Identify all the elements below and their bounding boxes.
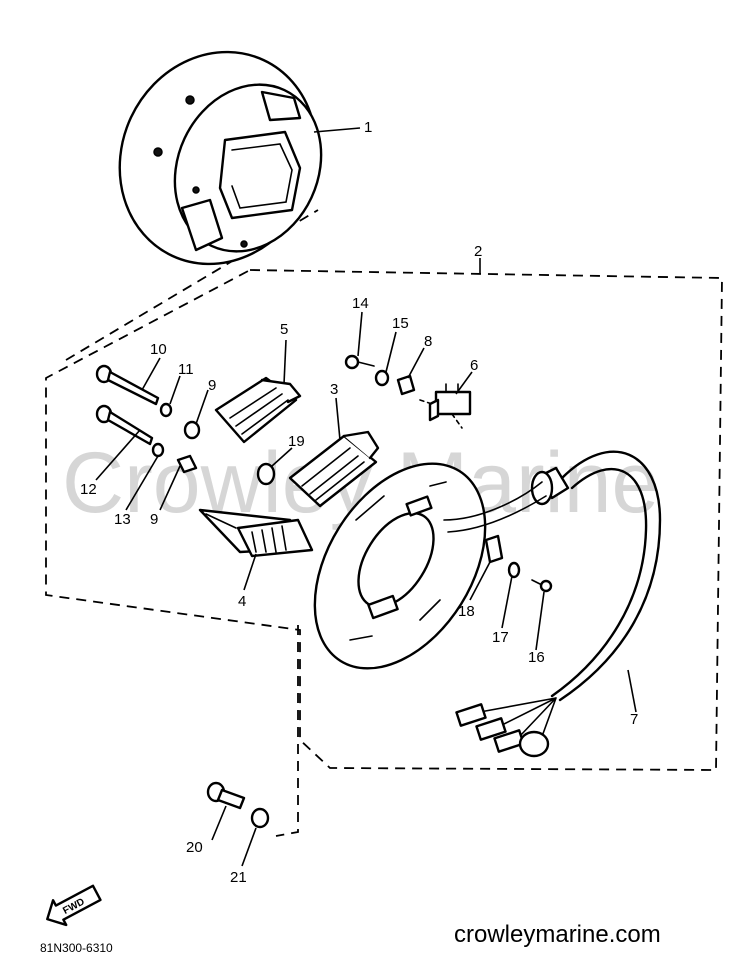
wire-harness bbox=[443, 450, 662, 758]
clamp-8 bbox=[396, 374, 416, 396]
bolt-12 bbox=[95, 404, 154, 446]
callout-15: 15 bbox=[392, 315, 409, 332]
washer-11 bbox=[159, 402, 173, 418]
callout-9-lower: 9 bbox=[150, 511, 158, 528]
website-link[interactable]: crowleymarine.com bbox=[454, 921, 661, 948]
collar-9-lower bbox=[176, 454, 198, 474]
callout-3: 3 bbox=[330, 381, 338, 398]
callout-5: 5 bbox=[280, 321, 288, 338]
callout-10: 10 bbox=[150, 341, 167, 358]
leader-lines bbox=[95, 127, 637, 867]
screw-16 bbox=[531, 579, 553, 593]
callout-21: 21 bbox=[230, 869, 247, 886]
collar-19 bbox=[256, 462, 276, 486]
drawing-code: 81N300-6310 bbox=[40, 941, 113, 955]
callout-7: 7 bbox=[630, 711, 638, 728]
lighting-coil-3 bbox=[288, 430, 380, 508]
callout-2: 2 bbox=[474, 243, 482, 260]
callout-9-upper: 9 bbox=[208, 377, 216, 394]
assembly-boundary bbox=[45, 269, 723, 771]
bolt-20 bbox=[206, 781, 246, 810]
lower-guide-line bbox=[275, 625, 299, 837]
callout-13: 13 bbox=[114, 511, 131, 528]
callout-6: 6 bbox=[470, 357, 478, 374]
callout-14: 14 bbox=[352, 295, 369, 312]
callout-16: 16 bbox=[528, 649, 545, 666]
washer-15 bbox=[374, 369, 390, 387]
callout-1: 1 bbox=[364, 119, 372, 136]
collar-9-upper bbox=[183, 420, 201, 440]
callout-17: 17 bbox=[492, 629, 509, 646]
callout-8: 8 bbox=[424, 333, 432, 350]
terminal-guide bbox=[419, 399, 463, 429]
fwd-arrow: FWD bbox=[46, 884, 102, 927]
terminal-block-6 bbox=[428, 383, 472, 422]
callout-20: 20 bbox=[186, 839, 203, 856]
washer-17 bbox=[507, 561, 521, 579]
stator-plate bbox=[313, 462, 487, 670]
callout-11: 11 bbox=[178, 361, 194, 378]
exciter-coil-4 bbox=[198, 508, 314, 558]
charge-coil-5 bbox=[214, 376, 302, 444]
flywheel bbox=[118, 50, 323, 266]
callout-19: 19 bbox=[288, 433, 305, 450]
washer-21 bbox=[250, 807, 270, 829]
callout-12: 12 bbox=[80, 481, 97, 498]
washer-13 bbox=[151, 442, 165, 458]
clamp-18 bbox=[484, 534, 504, 564]
callout-4: 4 bbox=[238, 593, 246, 610]
callout-18: 18 bbox=[458, 603, 475, 620]
bolt-10 bbox=[95, 364, 160, 406]
screw-14 bbox=[344, 354, 375, 370]
